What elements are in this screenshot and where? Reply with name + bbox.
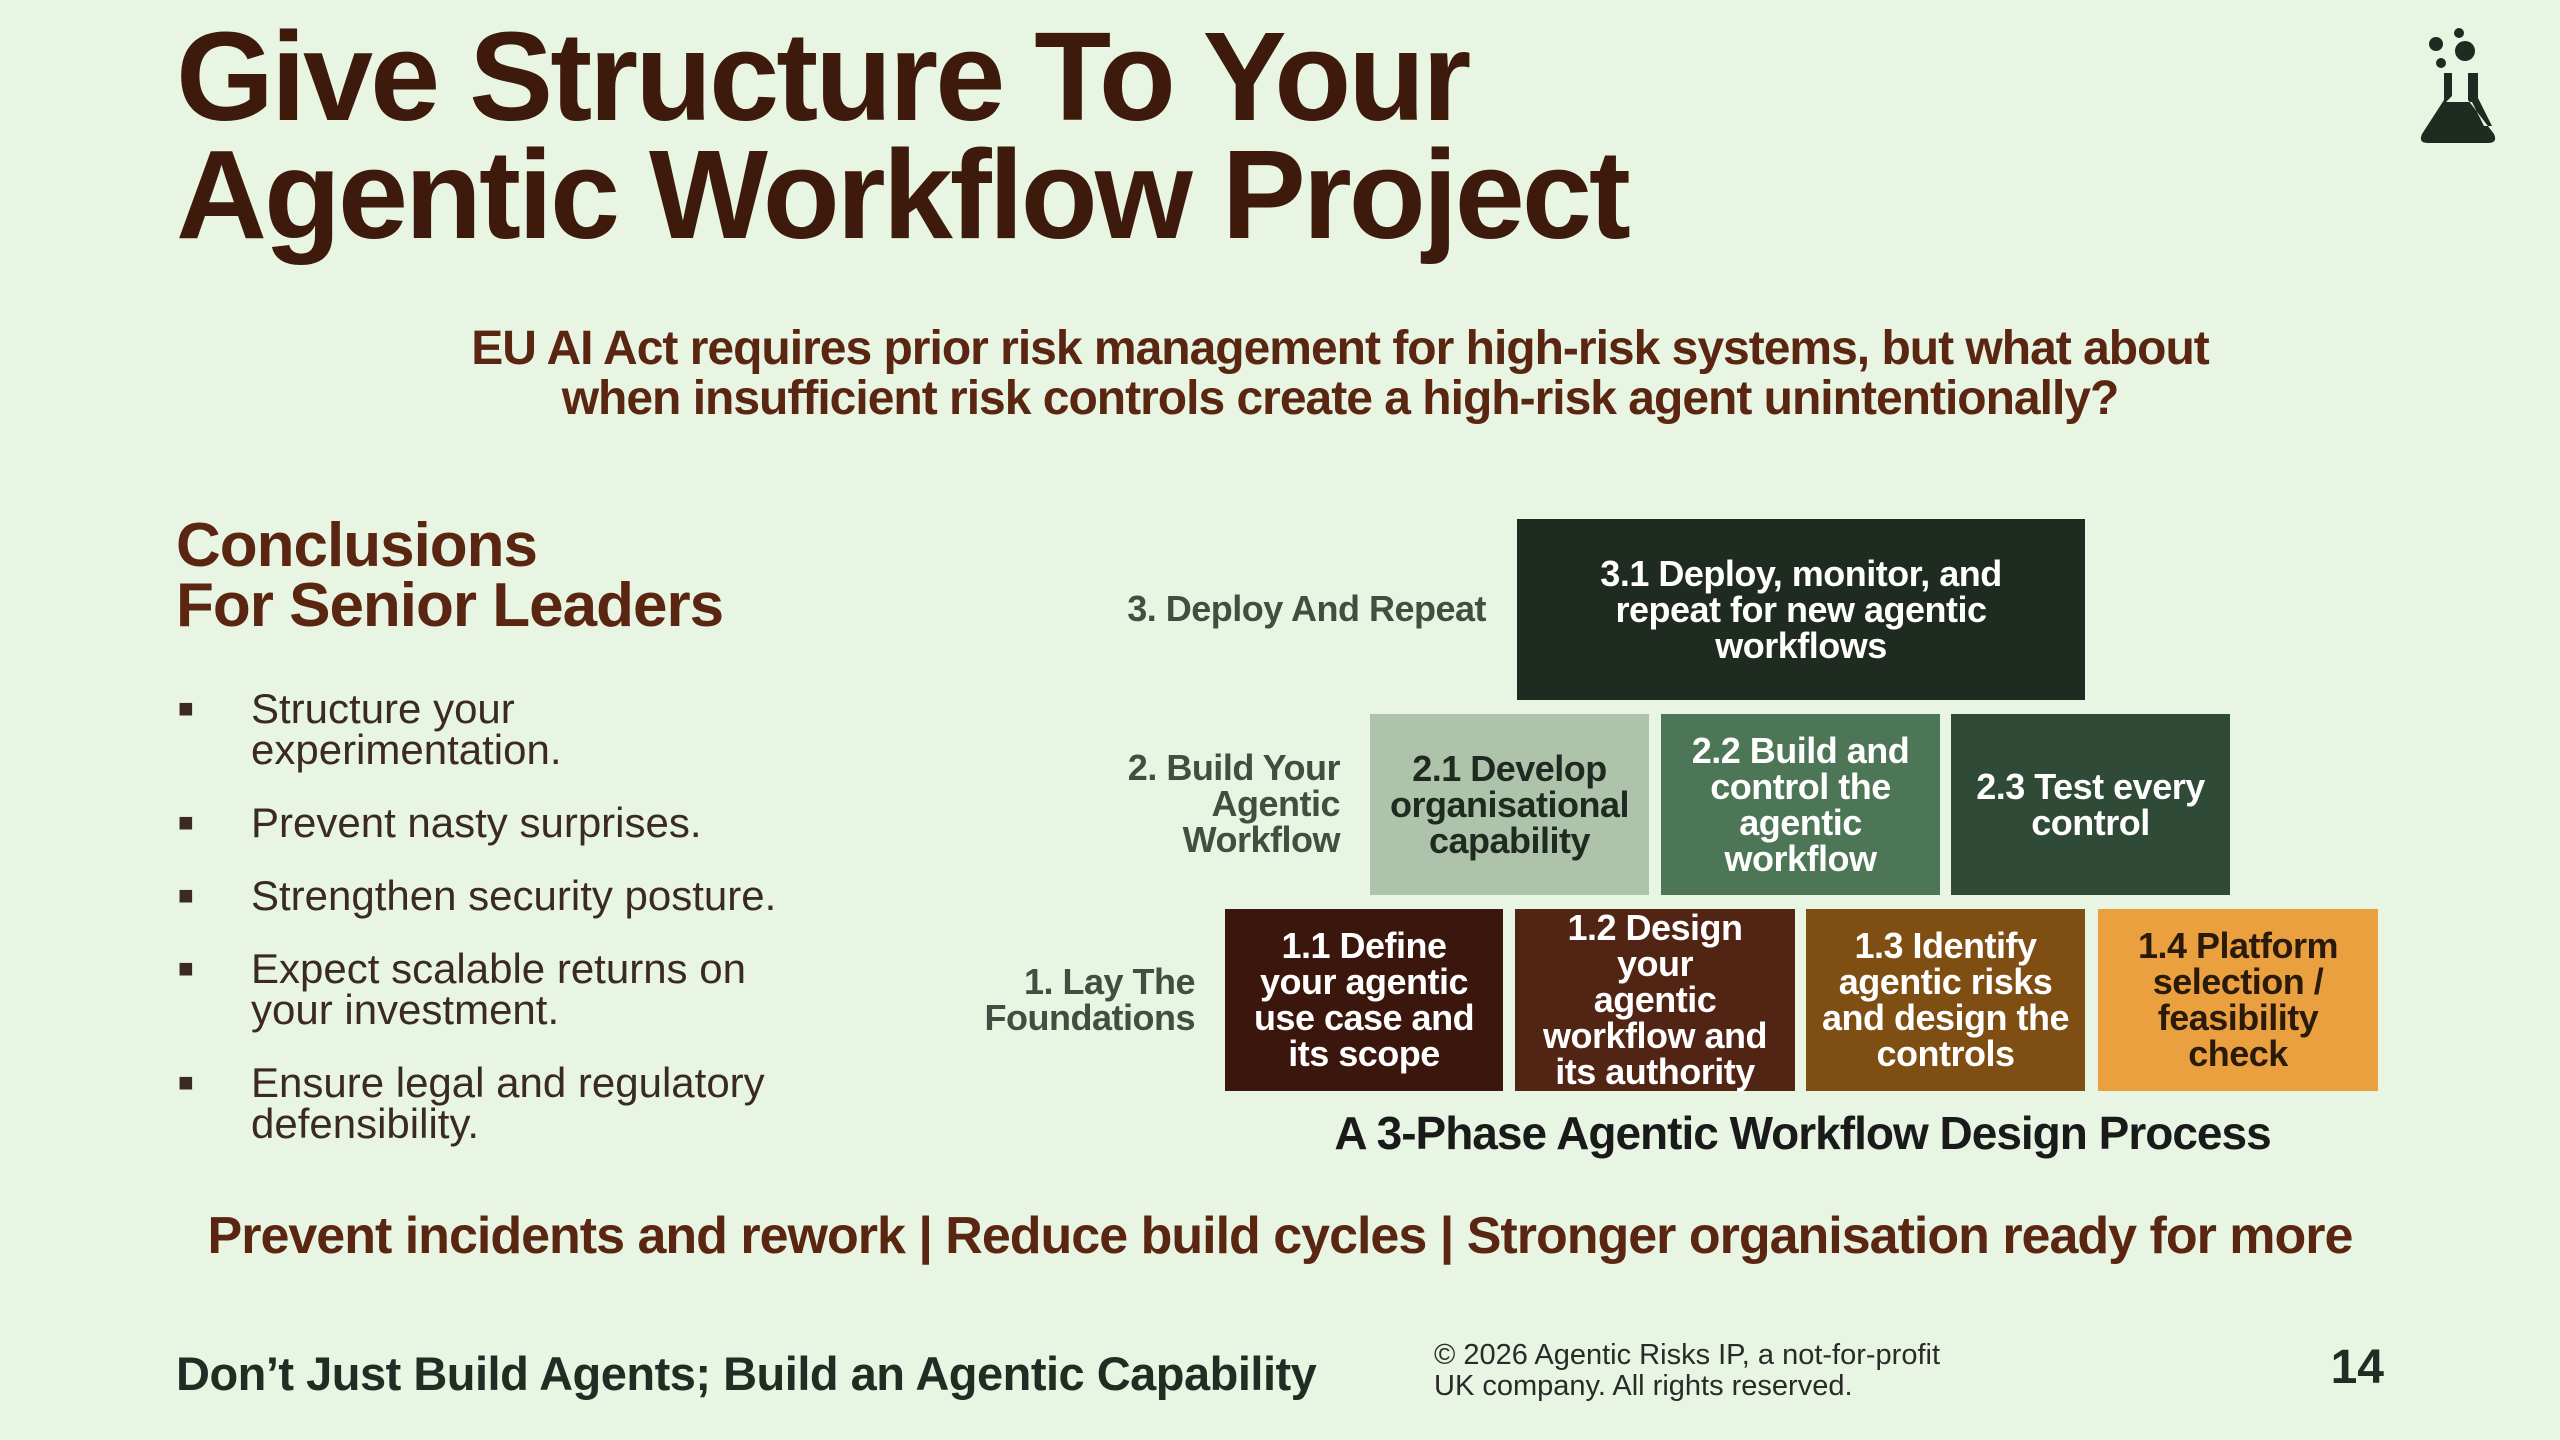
footer-slogan: Don’t Just Build Agents; Build an Agenti… xyxy=(176,1347,1317,1400)
box-line: capability xyxy=(1428,819,1591,861)
box-line: agentic risks xyxy=(1838,961,2053,1002)
box-line: control xyxy=(2031,801,2150,843)
item-text: Strengthen security posture. xyxy=(251,872,777,919)
box-line: 1.4 Platform xyxy=(2137,925,2339,966)
box-line: 3.1 Deploy, monitor, and xyxy=(1600,552,2002,594)
heading-line: For Senior Leaders xyxy=(176,571,724,640)
conclusions-heading: Conclusions For Senior Leaders xyxy=(176,511,724,640)
bullet-icon: ■ xyxy=(178,880,194,910)
bullet-icon: ■ xyxy=(178,807,194,837)
box-line: 2.2 Build and xyxy=(1691,729,1910,771)
box-line: its authority xyxy=(1555,1051,1755,1092)
box-line: your agentic xyxy=(1259,961,1469,1002)
item-text: Expect scalable returns on xyxy=(251,945,746,992)
copyright-line: UK company. All rights reserved. xyxy=(1434,1370,1853,1402)
bullet-icon: ■ xyxy=(178,1067,194,1097)
copyright-line: © 2026 Agentic Risks IP, a not-for-profi… xyxy=(1434,1339,1941,1371)
box-line: workflows xyxy=(1715,624,1887,666)
box-line: and design the xyxy=(1821,997,2070,1038)
label-line: Foundations xyxy=(984,997,1196,1038)
box-line: organisational xyxy=(1389,783,1630,825)
box-line: 1.3 Identify xyxy=(1854,925,2037,966)
title-line: Agentic Workflow Project xyxy=(176,124,1631,265)
item-text: experimentation. xyxy=(251,726,562,773)
box-line: controls xyxy=(1876,1033,2015,1074)
title-line: Give Structure To Your xyxy=(176,6,1471,147)
label-line: Agentic xyxy=(1211,783,1340,824)
bullet-icon: ■ xyxy=(178,953,194,983)
bullet-icon: ■ xyxy=(178,693,194,723)
box-line: use case and xyxy=(1253,997,1475,1038)
box-line: control the xyxy=(1710,765,1891,807)
heading-line: Conclusions xyxy=(176,511,538,580)
box-line: agentic xyxy=(1739,801,1862,843)
flask-icon xyxy=(2420,28,2496,143)
label-line: 1. Lay The xyxy=(1023,961,1196,1002)
subtitle: EU AI Act requires prior risk management… xyxy=(300,324,2380,424)
box-line: check xyxy=(2188,1033,2288,1074)
item-text: defensibility. xyxy=(251,1100,480,1147)
label-line: 3. Deploy And Repeat xyxy=(1127,588,1486,629)
item-text: Ensure legal and regulatory xyxy=(251,1059,765,1106)
diagram-caption: A 3-Phase Agentic Workflow Design Proces… xyxy=(1334,1107,2271,1159)
item-text: Structure your xyxy=(251,685,515,732)
subtitle-line: when insufficient risk controls create a… xyxy=(561,372,2120,425)
label-line: 2. Build Your xyxy=(1127,747,1341,788)
box-line: selection / xyxy=(2152,961,2324,1002)
copyright: © 2026 Agentic Risks IP, a not-for-profi… xyxy=(1434,1340,1940,1402)
box-line: feasibility xyxy=(2157,997,2319,1038)
label-line: Workflow xyxy=(1182,819,1341,860)
list-item: ■ Strengthen security posture. xyxy=(176,872,936,919)
box-line: 1.1 Define xyxy=(1281,925,1447,966)
item-text: Prevent nasty surprises. xyxy=(251,799,702,846)
subtitle-line: EU AI Act requires prior risk management… xyxy=(471,322,2210,375)
page-number: 14 xyxy=(2330,1341,2384,1394)
box-line: 2.1 Develop xyxy=(1412,747,1607,789)
box-line: 2.3 Test every xyxy=(1976,765,2205,807)
box-line: 1.2 Design your xyxy=(1567,907,1743,984)
box-line: repeat for new agentic xyxy=(1615,588,1987,630)
tagline: Prevent incidents and rework | Reduce bu… xyxy=(207,1207,2354,1265)
box-line: workflow and xyxy=(1542,1015,1768,1056)
phase-label-3: 3. Deploy And Repeat xyxy=(1127,591,1486,627)
box-line: workflow xyxy=(1724,837,1877,879)
box-line: agentic xyxy=(1593,979,1717,1020)
item-text: your investment. xyxy=(251,986,560,1033)
box-line: its scope xyxy=(1288,1033,1440,1074)
list-item: ■ Prevent nasty surprises. xyxy=(176,799,936,846)
